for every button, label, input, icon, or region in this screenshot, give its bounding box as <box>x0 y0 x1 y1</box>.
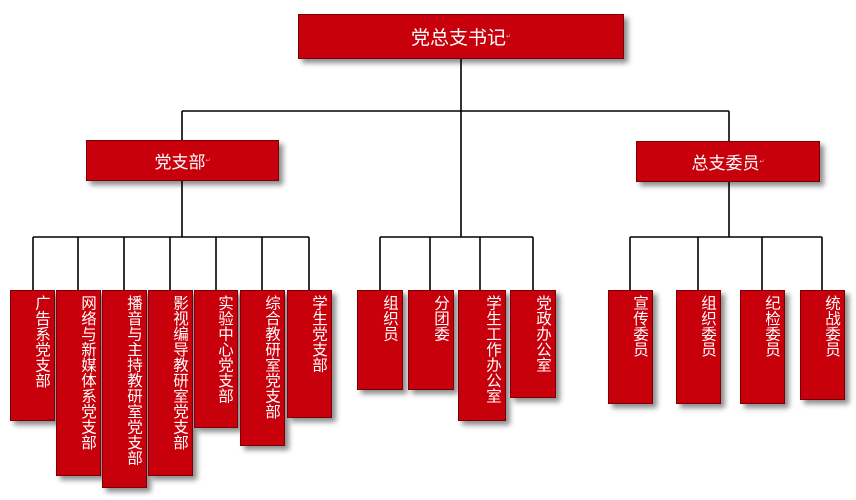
node-boyin-box: 播音与主持教研室党支部 <box>102 290 147 488</box>
node-yingshi-box: 影视编导教研室党支部 <box>148 290 193 476</box>
node-label: 影视编导教研室党支部 <box>171 295 189 450</box>
node-jijian-box: 纪检委员 <box>740 290 785 404</box>
node-label: 播音与主持教研室党支部 <box>125 295 143 466</box>
node-zonghe-box: 综合教研室党支部 <box>240 290 285 446</box>
node-dangzheng-box: 党政办公室 <box>510 290 556 398</box>
node-label: 综合教研室党支部 <box>263 295 281 419</box>
node-guanggaoxi-box: 广告系党支部 <box>10 290 55 421</box>
node-label: 组织委员 <box>699 295 717 357</box>
node-label: 广告系党支部 <box>33 295 51 388</box>
node-label: 党政办公室 <box>534 295 552 373</box>
node-label: 纪检委员 <box>763 295 781 357</box>
node-label: 分团委 <box>432 295 450 342</box>
paragraph-mark-icon: ↵ <box>759 158 765 165</box>
node-shiyan-box: 实验中心党支部 <box>194 290 238 428</box>
node-label: 学生党支部 <box>310 295 328 373</box>
node-fentuanwei-box: 分团委 <box>408 290 454 390</box>
node-zuzhiweiyuan-box: 组织委员 <box>676 290 721 404</box>
node-label: 学生工作办公室 <box>484 295 502 404</box>
node-label: 组织员 <box>381 295 399 342</box>
branch-dangzhibu-label: 党支部 <box>154 153 206 173</box>
paragraph-mark-icon: ↵ <box>505 33 512 40</box>
branch-zongzhiweiyuan-label: 总支委员 <box>691 154 760 174</box>
node-xueshenggongzuo-box: 学生工作办公室 <box>458 290 506 421</box>
node-label: 网络与新媒体系党支部 <box>79 295 97 450</box>
root-box: 党总支书记↵ <box>298 14 624 59</box>
root-label: 党总支书记 <box>410 27 506 49</box>
branch-dangzhibu-box: 党支部↵ <box>86 140 279 181</box>
paragraph-mark-icon: ↵ <box>205 157 211 164</box>
branch-zongzhiweiyuan-box: 总支委员↵ <box>636 141 820 182</box>
node-wangluo-box: 网络与新媒体系党支部 <box>56 290 101 476</box>
node-label: 统战委员 <box>823 295 841 357</box>
node-label: 宣传委员 <box>631 295 649 357</box>
node-zhanzhan-box: 统战委员 <box>800 290 845 400</box>
node-xuanchuan-box: 宣传委员 <box>608 290 653 404</box>
node-xuesheng-dangzhibu-box: 学生党支部 <box>287 290 332 418</box>
node-label: 实验中心党支部 <box>216 295 234 404</box>
node-zuzhiyuan-box: 组织员 <box>357 290 403 390</box>
